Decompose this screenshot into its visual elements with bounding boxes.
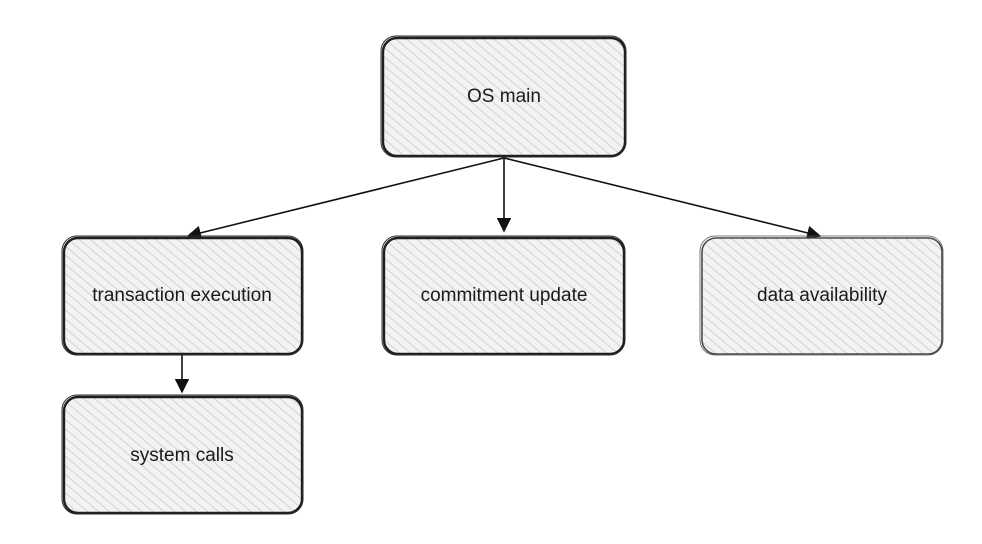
edge-os-main-to-transaction-execution — [186, 157, 505, 240]
node-os-main-label: OS main — [467, 86, 541, 107]
edges — [174, 157, 822, 394]
node-transaction-execution[interactable]: transaction execution — [61, 235, 304, 356]
node-commitment-update[interactable]: commitment update — [381, 235, 626, 356]
node-data-availability-label: data availability — [757, 285, 887, 306]
node-data-availability[interactable]: data availability — [699, 235, 944, 356]
edge-os-main-to-data-availability — [503, 157, 822, 240]
node-system-calls[interactable]: system calls — [61, 394, 304, 515]
node-transaction-execution-label: transaction execution — [92, 285, 272, 306]
node-commitment-update-label: commitment update — [421, 285, 588, 306]
node-system-calls-label: system calls — [130, 445, 233, 466]
node-os-main[interactable]: OS main — [380, 35, 627, 158]
